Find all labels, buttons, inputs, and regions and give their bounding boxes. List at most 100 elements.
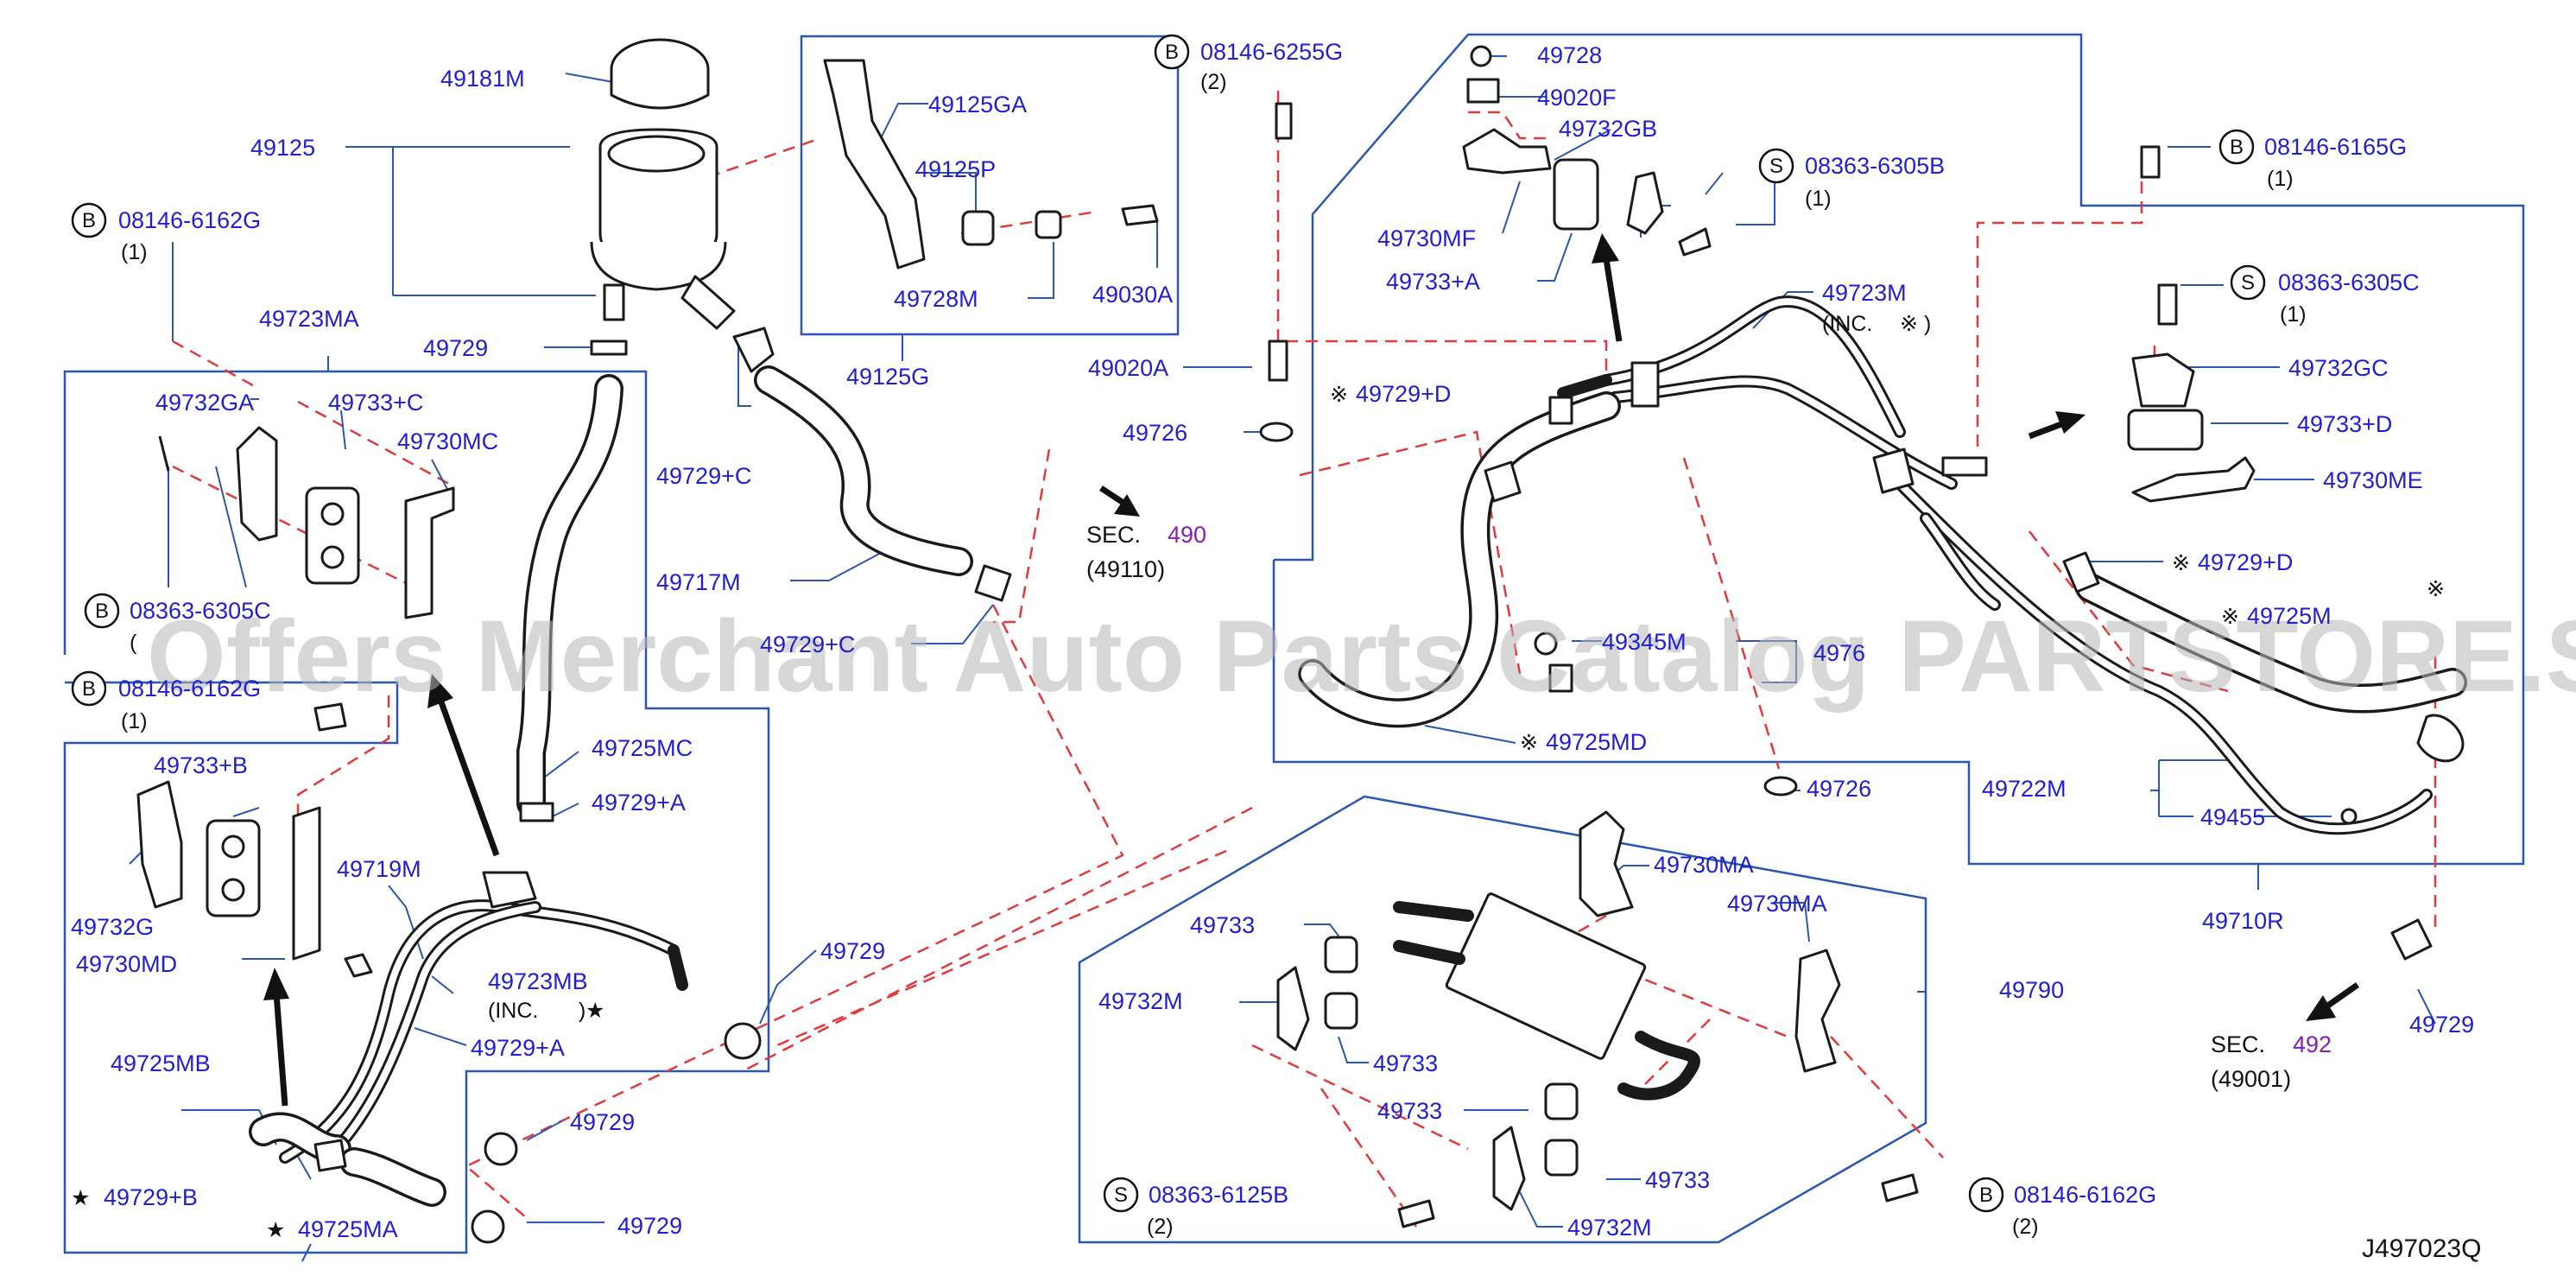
part-label[interactable]: 49732GB bbox=[1559, 116, 1657, 142]
bracket-49730mf bbox=[1462, 128, 1552, 175]
svg-text:B: B bbox=[82, 209, 96, 232]
part-label[interactable]: 49733 bbox=[1373, 1050, 1438, 1076]
part-label[interactable]: 49729 bbox=[820, 938, 885, 964]
bolt-s5 bbox=[1678, 227, 1712, 257]
ref-symbol: ※ bbox=[2221, 605, 2239, 629]
part-label[interactable]: 49729 bbox=[617, 1213, 682, 1239]
svg-text:B: B bbox=[1165, 41, 1179, 64]
part-label[interactable]: 49020F bbox=[1537, 85, 1617, 111]
part-label[interactable]: 49730ME bbox=[2323, 467, 2423, 493]
part-label[interactable]: 49725MC bbox=[592, 735, 693, 761]
part-label[interactable]: 49732M bbox=[1567, 1215, 1652, 1241]
arrow bbox=[437, 698, 500, 857]
part-label[interactable]: 49181M bbox=[440, 66, 525, 92]
leader bbox=[1775, 902, 1810, 942]
part-label[interactable]: 49728 bbox=[1537, 42, 1602, 68]
part-label[interactable]: 49717M bbox=[656, 569, 741, 595]
part-label[interactable]: 49733+D bbox=[2297, 411, 2392, 437]
pipe bbox=[668, 944, 688, 991]
part-label[interactable]: 49729+B bbox=[104, 1184, 198, 1210]
part-label[interactable]: 49729+A bbox=[592, 790, 686, 816]
clamp-fitting bbox=[1484, 460, 1522, 503]
bolt-callout-b4[interactable]: B 08146-6255G (2) bbox=[1154, 34, 1343, 94]
leader bbox=[790, 552, 882, 581]
part-label[interactable]: 49729+C bbox=[656, 463, 751, 489]
clamp-49729 bbox=[724, 1022, 762, 1060]
part-label[interactable]: 49725MB bbox=[111, 1050, 211, 1076]
clamps-lower bbox=[471, 1022, 762, 1244]
part-label[interactable]: 49729+C bbox=[760, 631, 855, 657]
leader bbox=[2417, 988, 2436, 1025]
part-label[interactable]: 49723M bbox=[1822, 280, 1907, 306]
part-label[interactable]: 49730MD bbox=[76, 951, 177, 977]
svg-text:S: S bbox=[1114, 1184, 1128, 1207]
part-label[interactable]: 49730MA bbox=[1654, 852, 1754, 878]
leader bbox=[737, 341, 751, 407]
part-label[interactable]: 49729 bbox=[423, 335, 488, 361]
part-label[interactable]: 49732M bbox=[1098, 988, 1183, 1014]
part-label[interactable]: 49455 bbox=[2200, 804, 2265, 830]
part-label[interactable]: 49733+C bbox=[328, 390, 423, 416]
part-label[interactable]: 49723MA bbox=[259, 306, 359, 332]
part-label[interactable]: 49719M bbox=[337, 856, 421, 882]
bolt-callout-b3[interactable]: B 08146-6162G (1) bbox=[71, 670, 261, 733]
part-label[interactable]: 49730MC bbox=[397, 428, 498, 454]
part-label[interactable]: 49732G bbox=[71, 914, 154, 940]
svg-text:S: S bbox=[2241, 271, 2255, 295]
frame-49790 bbox=[1078, 795, 1927, 1244]
leader bbox=[911, 604, 994, 644]
part-label[interactable]: 49030A bbox=[1092, 282, 1173, 308]
section-ref-492[interactable]: SEC. 492 (49001) bbox=[2211, 1031, 2332, 1092]
part-label[interactable]: 49733+A bbox=[1386, 269, 1480, 295]
part-label[interactable]: 49730MF bbox=[1377, 225, 1476, 251]
part-label[interactable]: 49733 bbox=[1190, 912, 1255, 938]
part-label[interactable]: 49729+D bbox=[2198, 549, 2293, 575]
bolt-callout-b8[interactable]: S 08363-6125B (2) bbox=[1103, 1177, 1288, 1239]
part-label[interactable]: 49723MB bbox=[488, 968, 588, 994]
part-label[interactable]: 49725MA bbox=[298, 1216, 398, 1242]
grommet bbox=[1324, 992, 1358, 1030]
part-label[interactable]: 49733 bbox=[1377, 1098, 1442, 1124]
part-label[interactable]: 49725MD bbox=[1546, 729, 1647, 755]
part-label[interactable]: 49729+A bbox=[471, 1035, 565, 1061]
part-label[interactable]: 49729+D bbox=[1356, 381, 1451, 407]
bolt-callout-b1[interactable]: B 08146-6162G (1) bbox=[71, 202, 261, 264]
part-label[interactable]: 49725M bbox=[2247, 603, 2332, 629]
part-label[interactable]: 49732GC bbox=[2288, 355, 2389, 381]
part-label[interactable]: 49732GA bbox=[155, 390, 254, 416]
bolt-callout-b6[interactable]: B 08146-6165G (1) bbox=[2218, 129, 2407, 191]
bolt-49020a bbox=[1268, 340, 1288, 382]
part-label[interactable]: 49733 bbox=[1645, 1167, 1710, 1193]
part-label[interactable]: 49125P bbox=[915, 156, 996, 182]
part-label[interactable]: 49726 bbox=[1123, 420, 1187, 446]
ref-symbol: ※ bbox=[2427, 577, 2445, 601]
part-label[interactable]: 49729 bbox=[2409, 1012, 2474, 1038]
part-label[interactable]: 49722M bbox=[1982, 776, 2066, 802]
hose-group-left bbox=[516, 327, 1012, 818]
pipe-group-right bbox=[1259, 45, 2467, 961]
bolt-callout-b9[interactable]: B 08146-6162G (2) bbox=[1968, 1177, 2156, 1239]
part-label[interactable]: 49790 bbox=[1999, 977, 2064, 1003]
svg-text:(1): (1) bbox=[121, 240, 148, 264]
part-label[interactable]: 49020A bbox=[1088, 355, 1168, 381]
part-label[interactable]: 49125G bbox=[846, 364, 929, 390]
bolt-callout-b7[interactable]: S 08363-6305C (1) bbox=[2230, 264, 2420, 327]
bolt-callout-b2[interactable]: B 08363-6305C ( bbox=[84, 593, 271, 655]
part-label[interactable]: 49125 bbox=[250, 135, 315, 161]
section-ref-490[interactable]: SEC. 490 (49110) bbox=[1086, 522, 1206, 582]
bolt-callout-b5[interactable]: S 08363-6305B (1) bbox=[1758, 148, 1945, 211]
leader bbox=[1028, 242, 1054, 299]
part-label[interactable]: 49726 bbox=[1807, 776, 1871, 802]
part-label[interactable]: 49730MA bbox=[1727, 891, 1827, 917]
part-label[interactable]: 49728M bbox=[894, 286, 978, 312]
part-label[interactable]: 49729 bbox=[570, 1109, 635, 1135]
part-label[interactable]: 49125GA bbox=[928, 92, 1027, 117]
part-label[interactable]: 49710R bbox=[2202, 908, 2284, 934]
leader bbox=[414, 1027, 467, 1046]
direction-arrows bbox=[263, 233, 2360, 1107]
part-label[interactable]: 49345M bbox=[1602, 629, 1687, 655]
svg-text:SEC.: SEC. bbox=[1086, 522, 1141, 548]
part-label[interactable]: 4976 bbox=[1813, 640, 1865, 666]
part-label[interactable]: 49733+B bbox=[154, 752, 248, 778]
svg-text:490: 490 bbox=[1168, 522, 1206, 548]
